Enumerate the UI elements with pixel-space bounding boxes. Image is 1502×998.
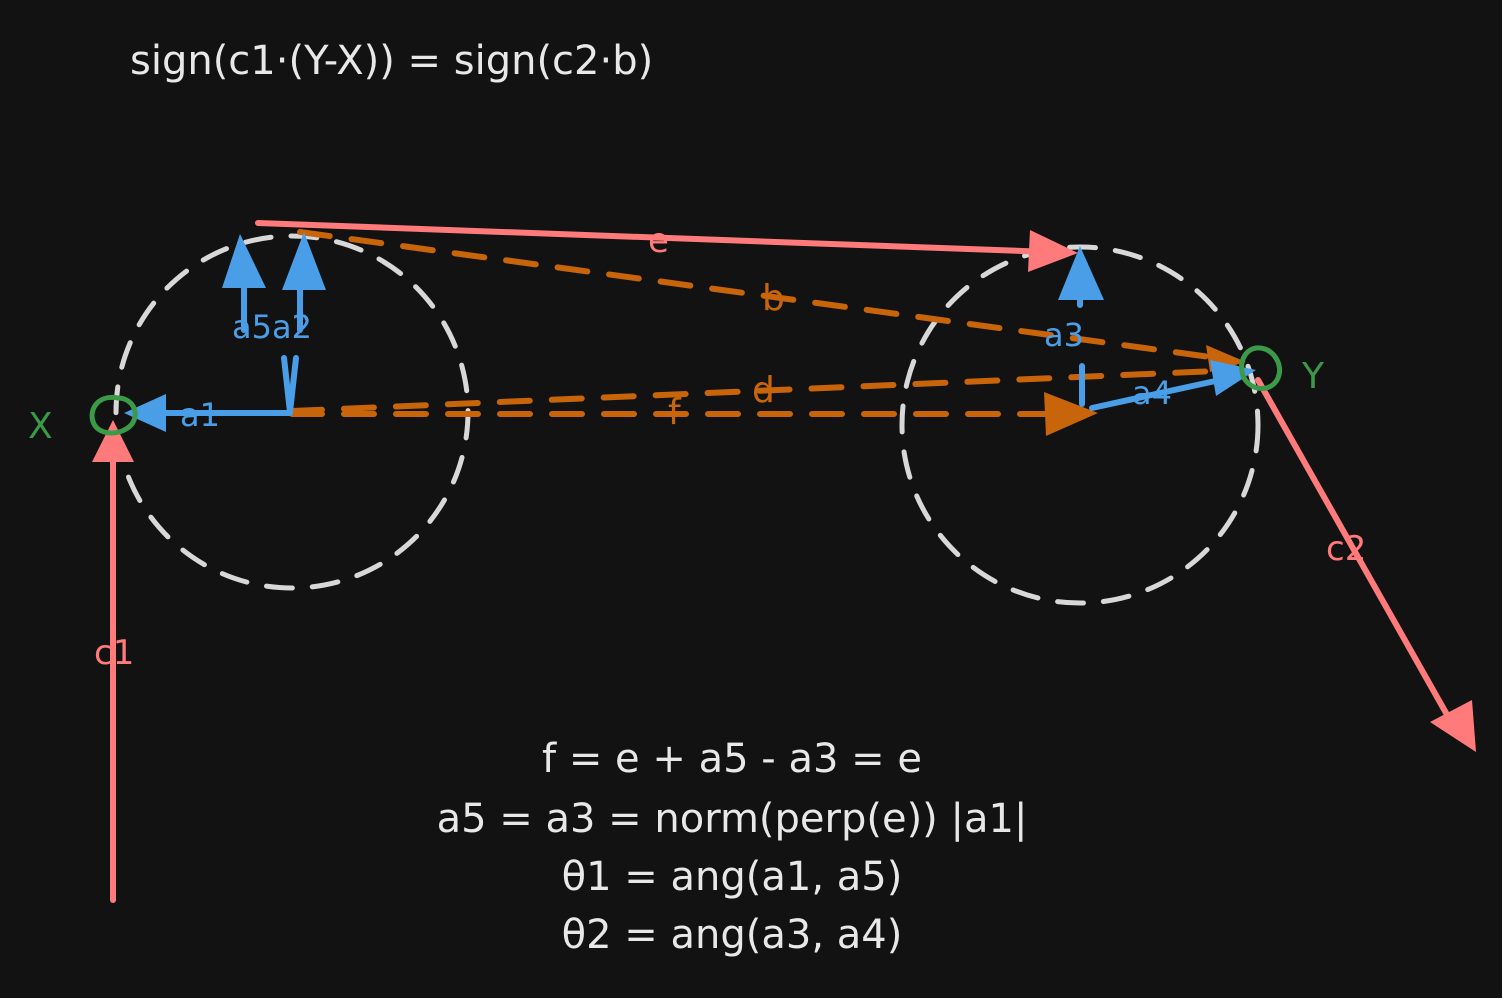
- label-a1: a1: [180, 396, 220, 434]
- point-x-marker: [89, 394, 138, 436]
- vector-a4: [1089, 377, 1223, 411]
- vector-a5-arrowhead: [222, 234, 266, 288]
- label-f: f: [668, 392, 682, 433]
- label-a4: a4: [1132, 374, 1172, 412]
- label-a5a2: a5a2: [232, 308, 312, 346]
- vector-b: [297, 229, 1235, 363]
- vector-a2-stem-b: [287, 355, 299, 415]
- equation-line-1: f = e + a5 - a3 = e: [542, 736, 922, 782]
- equation-line-3: θ1 = ang(a1, a5): [562, 854, 903, 900]
- label-c1: c1: [94, 633, 134, 673]
- vector-a1-arrowhead: [124, 394, 166, 432]
- vector-c2-arrowhead: [1430, 700, 1476, 752]
- vector-e-arrowhead: [1028, 230, 1078, 272]
- vector-a2-arrowhead: [282, 232, 326, 290]
- label-d: d: [752, 370, 775, 411]
- label-b: b: [762, 278, 785, 319]
- vector-e: [255, 220, 1053, 255]
- top-equation: sign(c1·(Y-X)) = sign(c2·b): [130, 38, 653, 84]
- label-y: Y: [1301, 356, 1325, 397]
- label-e: e: [648, 221, 669, 261]
- vector-a3-arrowhead: [1058, 246, 1104, 300]
- label-a3: a3: [1044, 316, 1084, 354]
- vector-f-arrowhead: [1044, 392, 1098, 436]
- vector-c2: [1255, 377, 1453, 723]
- point-y-marker: [1239, 345, 1282, 391]
- vector-a4-arrowhead: [1210, 360, 1256, 396]
- label-c2: c2: [1326, 529, 1366, 569]
- equation-line-4: θ2 = ang(a3, a4): [562, 912, 903, 958]
- label-x: X: [28, 406, 53, 447]
- vector-c1-arrowhead: [92, 420, 134, 462]
- equation-line-2: a5 = a3 = norm(perp(e)) |a1|: [437, 796, 1028, 842]
